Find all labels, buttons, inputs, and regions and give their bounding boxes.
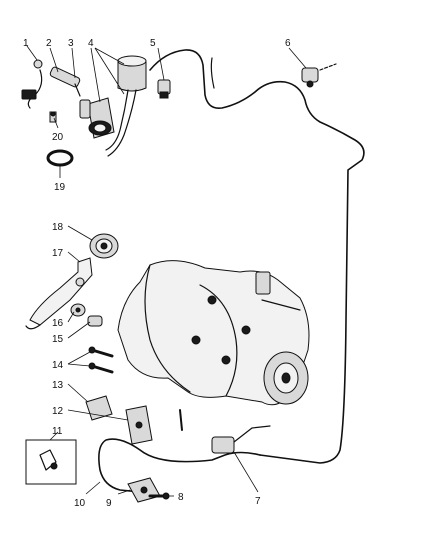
fitting-5 — [157, 79, 171, 99]
hydraulic-line — [149, 49, 365, 464]
callout-20: 20 — [52, 132, 64, 143]
callout-9: 9 — [106, 498, 112, 509]
leader-lines — [26, 45, 307, 497]
callout-19: 19 — [54, 182, 66, 193]
callout-8: 8 — [178, 492, 184, 503]
transmission-housing — [117, 260, 310, 431]
callout-11: 11 — [52, 426, 63, 437]
callout-5: 5 — [150, 38, 156, 49]
callout-6: 6 — [285, 38, 291, 49]
bolts-14 — [88, 346, 114, 374]
seal-ring-19 — [46, 149, 74, 167]
dust-boot-18 — [89, 233, 119, 259]
callout-17: 17 — [52, 248, 64, 259]
callout-2: 2 — [46, 38, 52, 49]
inset-11 — [25, 439, 77, 485]
callout-16: 16 — [52, 318, 64, 329]
callout-13: 13 — [52, 380, 64, 391]
bracket-12 — [125, 405, 153, 445]
sensor-switch-assembly — [21, 59, 81, 109]
callout-4: 4 — [88, 38, 94, 49]
bolt-8 — [148, 492, 170, 500]
callout-7: 7 — [255, 496, 261, 507]
callout-10: 10 — [74, 498, 86, 509]
callout-labels: 1 2 3 4 5 6 20 19 18 17 16 15 14 13 12 1… — [23, 38, 291, 509]
clutch-cylinder-assembly — [79, 55, 147, 157]
callout-1: 1 — [23, 38, 29, 49]
callout-14: 14 — [52, 360, 64, 371]
callout-3: 3 — [68, 38, 74, 49]
callout-15: 15 — [52, 334, 64, 345]
callout-18: 18 — [52, 222, 64, 233]
pivot-16 — [70, 303, 86, 317]
callout-12: 12 — [52, 406, 64, 417]
clip-6 — [301, 63, 337, 88]
lower-line — [98, 438, 261, 493]
bushing-15 — [87, 315, 103, 327]
bracket-7 — [211, 425, 271, 454]
release-fork-17 — [25, 257, 93, 330]
slave-cylinder-9 — [127, 477, 161, 503]
